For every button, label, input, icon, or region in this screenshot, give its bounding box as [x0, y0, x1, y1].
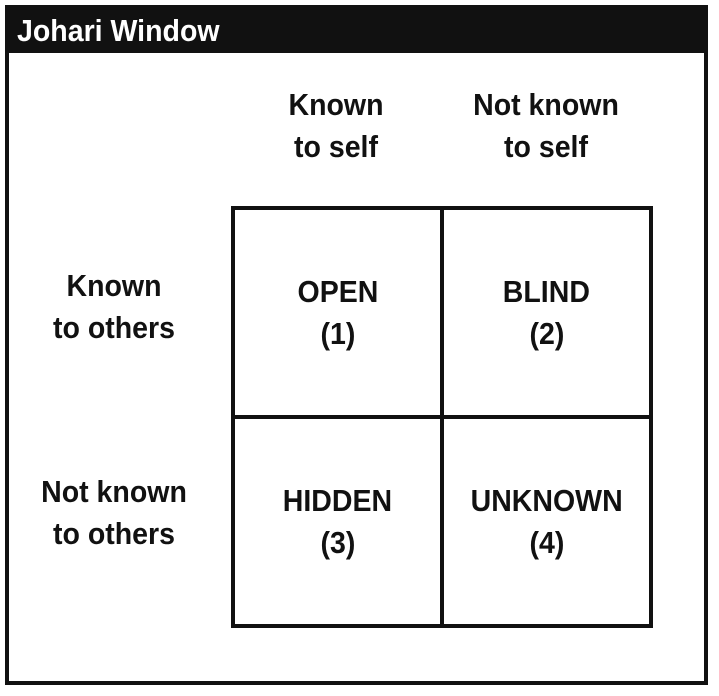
quadrant-number: (3) [320, 524, 355, 560]
row-header-line: Not known [41, 474, 187, 509]
column-header-line: to self [293, 129, 378, 164]
column-header-not-known-to-self: Not known to self [449, 84, 642, 168]
column-header-known-to-self: Known to self [239, 84, 432, 168]
quadrant-name: UNKNOWN [470, 482, 623, 518]
title-bar: Johari Window [9, 9, 704, 53]
quadrant-open: OPEN (1) [235, 210, 442, 417]
quadrant-number: (1) [320, 315, 355, 351]
column-header-line: Not known [473, 87, 619, 122]
diagram-title: Johari Window [17, 13, 220, 48]
row-header-line: Known [66, 268, 162, 303]
column-header-line: to self [503, 129, 588, 164]
quadrant-number: (4) [529, 524, 564, 560]
quadrant-hidden: HIDDEN (3) [235, 417, 442, 624]
row-header-not-known-to-others: Not known to others [22, 471, 206, 555]
quadrant-number: (2) [529, 315, 564, 351]
quadrant-grid: OPEN (1) BLIND (2) HIDDEN (3) UNKNOWN (4… [231, 206, 653, 628]
row-header-line: to others [52, 516, 176, 551]
johari-window-frame: Johari Window Known to self Not known to… [5, 5, 708, 685]
quadrant-name: BLIND [502, 273, 591, 309]
quadrant-unknown: UNKNOWN (4) [442, 417, 649, 624]
row-header-known-to-others: Known to others [22, 265, 206, 349]
column-header-line: Known [288, 87, 384, 122]
row-header-line: to others [52, 310, 176, 345]
quadrant-name: OPEN [297, 273, 378, 309]
quadrant-name: HIDDEN [282, 482, 393, 518]
quadrant-blind: BLIND (2) [442, 210, 649, 417]
